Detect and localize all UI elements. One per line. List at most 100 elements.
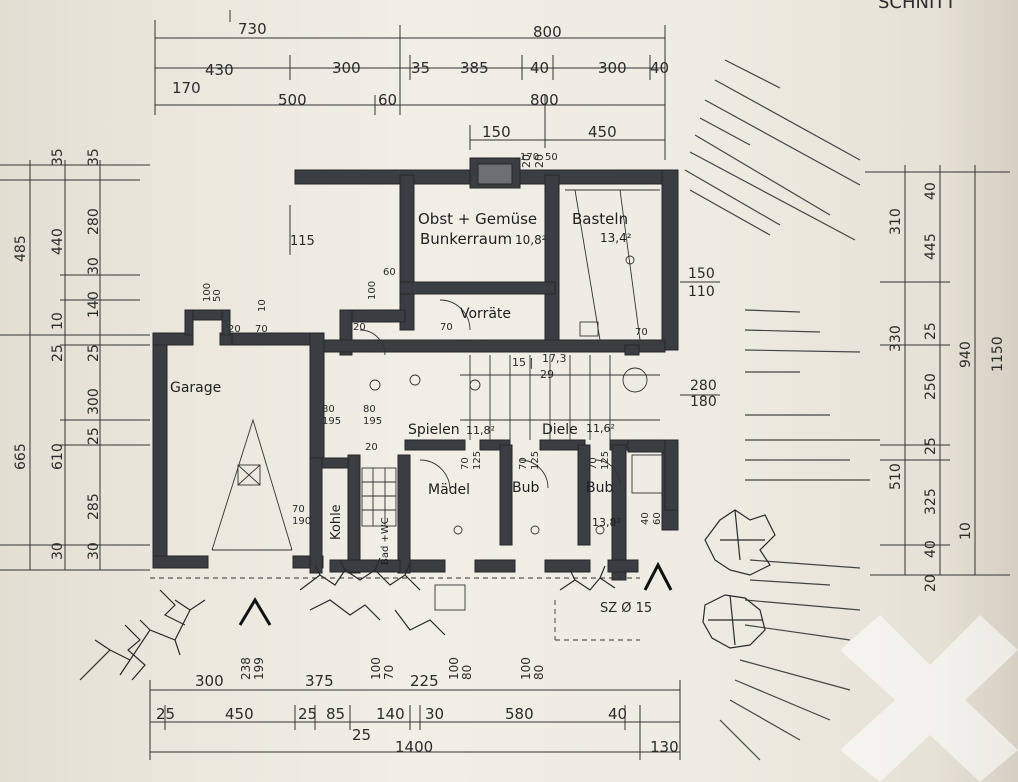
top-dimension-lines (154, 10, 666, 160)
sun-hatch-lines (684, 59, 880, 761)
svg-text:100: 100 (202, 283, 213, 302)
svg-text:80: 80 (460, 665, 474, 680)
dim-top-800: 800 (533, 23, 562, 41)
dim-top-450: 450 (588, 123, 617, 141)
svg-text:25: 25 (298, 705, 317, 723)
svg-text:610: 610 (50, 443, 66, 470)
svg-text:50: 50 (545, 152, 558, 163)
svg-text:35: 35 (50, 148, 66, 166)
right-dimension-labels: 40 310 445 25 330 250 940 1150 25 510 32… (688, 182, 1006, 592)
dim-top-40b: 40 (650, 59, 669, 77)
svg-text:280: 280 (690, 378, 717, 394)
svg-text:140: 140 (376, 705, 405, 723)
room-diele-area: 11,6² (586, 422, 615, 435)
svg-text:195: 195 (363, 416, 382, 427)
svg-text:25: 25 (50, 344, 66, 362)
dim-top-500: 500 (278, 91, 307, 109)
room-garage: Garage (170, 380, 221, 396)
interior-fine-lines (150, 189, 663, 641)
left-dimension-labels: 35 35 485 440 280 30 140 10 25 25 300 25… (13, 148, 102, 560)
svg-text:20: 20 (228, 324, 241, 335)
svg-text:1400: 1400 (395, 738, 433, 756)
svg-text:80: 80 (532, 665, 546, 680)
entry-arrows (238, 561, 673, 626)
svg-text:285: 285 (86, 493, 102, 520)
svg-text:70: 70 (588, 457, 599, 470)
room-bub-2-area: 13,8² (592, 516, 621, 529)
top-dimension-labels: 730 800 430 300 35 385 40 300 40 170 500… (172, 20, 669, 141)
svg-text:70: 70 (382, 665, 396, 680)
svg-text:125: 125 (530, 451, 541, 470)
svg-text:125: 125 (472, 451, 483, 470)
svg-text:170: 170 (520, 152, 539, 163)
svg-text:70: 70 (440, 322, 453, 333)
svg-text:20: 20 (353, 322, 366, 333)
room-labels: Obst + Gemüse Bunkerraum 10,8² Basteln 1… (170, 210, 632, 565)
svg-text:510: 510 (888, 463, 904, 490)
bottom-dimension-labels: 300 375 225 25 450 25 85 140 30 580 40 2… (156, 672, 679, 756)
dim-top-150: 150 (482, 123, 511, 141)
svg-text:440: 440 (50, 228, 66, 255)
svg-text:40: 40 (923, 182, 939, 200)
dim-top-60: 60 (378, 91, 397, 109)
svg-text:25: 25 (86, 344, 102, 362)
dim-top-40: 40 (530, 59, 549, 77)
svg-text:940: 940 (958, 341, 974, 368)
svg-text:238: 238 (239, 657, 253, 680)
svg-text:445: 445 (923, 233, 939, 260)
room-bub-1: Bub (512, 480, 539, 496)
svg-text:SZ Ø 15: SZ Ø 15 (600, 601, 652, 616)
logo-watermark-icon (840, 615, 1018, 782)
dim-top-385: 385 (460, 59, 489, 77)
svg-text:60: 60 (383, 267, 396, 278)
opening-dims: 238 199 100 70 100 80 100 80 (239, 657, 546, 680)
svg-text:300: 300 (195, 672, 224, 690)
svg-text:80: 80 (363, 404, 376, 415)
room-basteln-area: 13,4² (600, 231, 632, 245)
dim-top-300b: 300 (598, 59, 627, 77)
svg-text:225: 225 (410, 672, 439, 690)
room-bad: Bad +WC (380, 517, 391, 565)
room-spielen-area: 11,8² (466, 424, 495, 437)
interior-small-dims: 100 50 20 70 10 100 20 70 80 195 80 195 … (202, 152, 663, 616)
dim-top-170: 170 (172, 79, 201, 97)
svg-text:10: 10 (958, 522, 974, 540)
dim-top-35: 35 (411, 59, 430, 77)
svg-text:30: 30 (50, 542, 66, 560)
svg-text:25: 25 (86, 427, 102, 445)
svg-text:20: 20 (923, 574, 939, 592)
svg-text:70: 70 (292, 504, 305, 515)
svg-text:20: 20 (533, 154, 546, 168)
svg-text:25: 25 (923, 437, 939, 455)
dim-top-800b: 800 (530, 91, 559, 109)
svg-text:35: 35 (86, 148, 102, 166)
svg-text:125: 125 (600, 451, 611, 470)
svg-text:250: 250 (923, 373, 939, 400)
svg-text:325: 325 (923, 488, 939, 515)
svg-text:485: 485 (13, 235, 29, 262)
svg-text:100: 100 (519, 657, 533, 680)
svg-text:280: 280 (86, 208, 102, 235)
svg-text:150: 150 (688, 266, 715, 282)
svg-text:85: 85 (326, 705, 345, 723)
walls (152, 157, 679, 581)
room-vorraete: Vorräte (460, 306, 511, 322)
svg-text:10: 10 (50, 312, 66, 330)
svg-text:190: 190 (292, 516, 311, 527)
svg-text:70: 70 (635, 327, 648, 338)
svg-text:40: 40 (923, 540, 939, 558)
svg-text:70: 70 (518, 457, 529, 470)
svg-text:20: 20 (365, 442, 378, 453)
svg-text:30: 30 (425, 705, 444, 723)
svg-text:580: 580 (505, 705, 534, 723)
svg-text:375: 375 (305, 672, 334, 690)
svg-text:60: 60 (652, 512, 663, 525)
room-kohle: Kohle (329, 504, 344, 540)
room-bunker: Bunkerraum (420, 230, 512, 248)
svg-text:110: 110 (688, 284, 715, 300)
svg-text:300: 300 (86, 388, 102, 415)
svg-text:195: 195 (322, 416, 341, 427)
room-diele: Diele (542, 422, 578, 438)
